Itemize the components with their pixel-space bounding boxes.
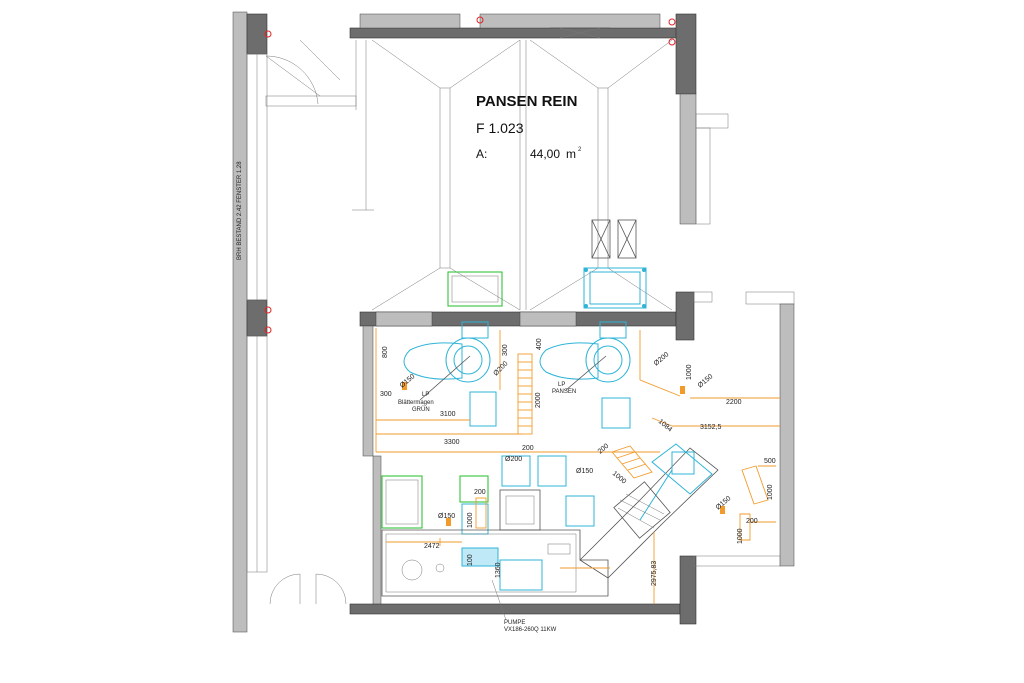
lower-equipment — [381, 321, 769, 597]
dim-200-b: Ø200 — [653, 351, 671, 367]
dim-1000-e: 1000 — [737, 528, 744, 544]
dim-1084: 1084 — [657, 418, 674, 433]
lp-right-label: LP — [558, 382, 565, 388]
dim-200-e: 200 — [746, 518, 758, 525]
dim-150-c: Ø150 — [576, 468, 593, 475]
stairs-left — [517, 353, 533, 435]
doors — [265, 39, 374, 605]
dim-200-a: Ø200 — [492, 360, 509, 377]
side-note: BRH BESTAND 2.42 FENSTER 1.28 — [237, 161, 243, 260]
lp-left-label: LP — [422, 392, 429, 398]
lp-left-sub2: GRÜN — [412, 406, 430, 413]
red-markers — [264, 16, 676, 334]
dim-6200: Ø200 — [505, 456, 522, 463]
pumpe-label: PUMPE — [504, 620, 525, 626]
equipment-labels: LP Blättermagen GRÜN LP PANSEN PUMPE VX1… — [398, 382, 576, 633]
dim-1000-b: 1000 — [611, 470, 628, 485]
dim-1360: 1360 — [495, 562, 502, 578]
dim-500: 500 — [764, 458, 776, 465]
dim-150-e: Ø150 — [438, 513, 455, 520]
dim-100: 100 — [467, 554, 474, 566]
dim-2200: 2200 — [726, 399, 742, 406]
room-label: PANSEN REIN F 1.023 A: 44,00 m 2 — [476, 93, 582, 161]
grate — [613, 481, 671, 539]
lp-right-sub: PANSEN — [552, 389, 576, 395]
dim-3100: 3100 — [440, 411, 456, 418]
dim-200-c: 200 — [522, 445, 534, 452]
dim-2000: 2000 — [535, 392, 542, 408]
dim-400: 400 — [536, 338, 543, 350]
room-code: F 1.023 — [476, 120, 524, 136]
dim-150-b: Ø150 — [697, 373, 715, 389]
dim-2975: 2975,83 — [651, 561, 658, 586]
area-value: 44,00 — [530, 147, 560, 161]
dim-1000-a: 1000 — [686, 364, 693, 380]
area-exponent: 2 — [578, 147, 582, 153]
dim-200-d: 200 — [597, 443, 611, 456]
dim-300-a: 300 — [380, 391, 392, 398]
dim-1000-d: 1000 — [467, 512, 474, 528]
dim-2472: 2472 — [424, 543, 440, 550]
stairs-diagonal — [611, 445, 769, 541]
dim-1000-c: 1000 — [767, 484, 774, 500]
upper-equipment — [447, 219, 647, 309]
room-name: PANSEN REIN — [476, 93, 577, 110]
dim-3152: 3152,5 — [700, 424, 722, 431]
walls — [232, 11, 795, 633]
dimension-text: 800 Ø150 300 300 Ø200 400 2000 Ø200 1000… — [380, 338, 776, 586]
area-label: A: — [476, 147, 487, 161]
dim-200-f: 200 — [474, 489, 486, 496]
dimension-lines — [375, 328, 780, 604]
dim-3300: 3300 — [444, 439, 460, 446]
lp-left-sub1: Blättermagen — [398, 400, 434, 406]
dim-800: 800 — [382, 346, 389, 358]
dim-300-b: 300 — [502, 344, 509, 356]
pumpe-model: VX186-260Q 11KW — [504, 627, 557, 633]
area-unit: m — [566, 147, 576, 161]
dim-150-a: Ø150 — [399, 373, 417, 389]
